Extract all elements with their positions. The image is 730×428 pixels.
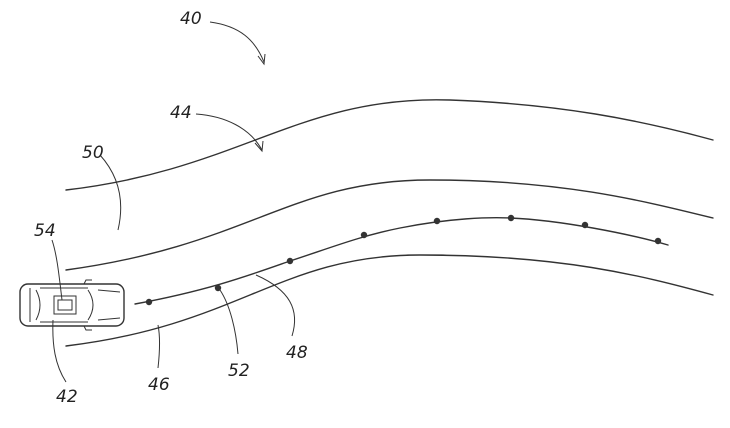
lane-divider-line (65, 179, 714, 271)
leader-48 (255, 274, 296, 337)
waypoint-group (145, 214, 662, 306)
ref-label-44: 44 (170, 103, 192, 123)
leader-40-arrow (257, 53, 266, 66)
waypoint (360, 231, 368, 239)
vehicle-icon (19, 279, 125, 331)
leader-46 (157, 324, 160, 369)
waypoint (581, 221, 589, 229)
leader-44 (195, 113, 263, 151)
leader-52 (219, 289, 239, 355)
ref-label-50: 50 (82, 143, 104, 163)
planned-path (134, 216, 669, 305)
leader-44-arrow (254, 140, 264, 153)
road-boundary-top (65, 99, 714, 191)
waypoint (433, 217, 441, 225)
waypoint (286, 257, 294, 265)
road-boundary-bottom (65, 254, 714, 347)
ref-label-46: 46 (148, 375, 170, 395)
leader-50 (99, 154, 122, 231)
waypoint (214, 284, 222, 292)
ref-label-40: 40 (180, 9, 202, 29)
leader-42 (52, 319, 67, 383)
waypoint (654, 237, 662, 245)
ref-label-54: 54 (34, 221, 56, 241)
leader-40 (209, 21, 265, 63)
waypoint (507, 214, 515, 222)
waypoint (145, 298, 153, 306)
ref-label-42: 42 (56, 387, 78, 407)
ref-label-52: 52 (228, 361, 250, 381)
ref-label-48: 48 (286, 343, 308, 363)
leader-54 (51, 239, 63, 301)
